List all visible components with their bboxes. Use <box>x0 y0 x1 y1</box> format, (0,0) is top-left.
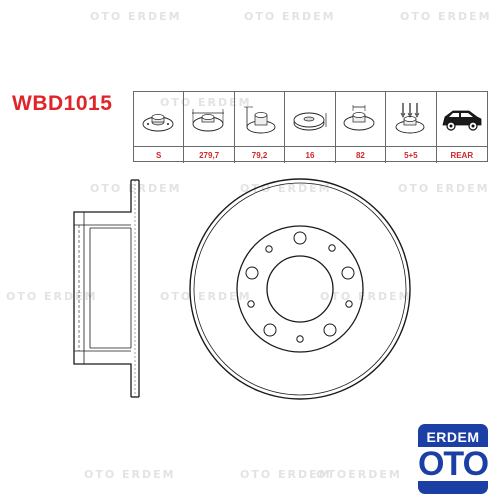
spec-value-holes: 5+5 <box>386 147 437 163</box>
watermark: OTO ERDEM <box>84 468 176 481</box>
disc-type-icon <box>134 92 185 147</box>
watermark: OTO ERDEM <box>90 10 182 23</box>
watermark: OTO ERDEM <box>6 290 98 303</box>
diameter-icon <box>184 92 235 147</box>
part-code: WBD1015 <box>12 92 113 115</box>
spec-value-type: S <box>134 147 185 163</box>
spec-table: S 279,7 79,2 16 82 5+5 REAR <box>133 91 488 163</box>
disc-side-profile <box>73 179 140 398</box>
logo-top-text: ERDEM <box>426 429 480 445</box>
watermark: OTO ERDEM <box>160 96 252 109</box>
watermark: OTOERDEM <box>316 468 402 481</box>
spec-value-thickness: 16 <box>285 147 336 163</box>
spec-value-center-bore: 82 <box>336 147 387 163</box>
spec-value-diameter: 279,7 <box>184 147 235 163</box>
car-rear-icon <box>436 92 487 147</box>
height-icon <box>234 92 286 147</box>
erdem-oto-logo: ERDEM OTO <box>414 424 492 494</box>
watermark: OTO ERDEM <box>320 290 412 303</box>
watermark: OTO ERDEM <box>398 182 490 195</box>
disc-front-view <box>189 178 411 400</box>
logo-bottom-text: OTO <box>414 447 492 481</box>
spec-value-axle: REAR <box>450 150 474 160</box>
center-bore-icon <box>335 92 387 147</box>
watermark: OTO ERDEM <box>240 468 332 481</box>
watermark: OTO ERDEM <box>400 10 492 23</box>
thickness-icon <box>285 92 336 147</box>
spec-value-height: 79,2 <box>235 147 286 163</box>
watermark: OTO ERDEM <box>244 10 336 23</box>
holes-icon <box>386 92 437 147</box>
watermark: OTO ERDEM <box>160 290 252 303</box>
